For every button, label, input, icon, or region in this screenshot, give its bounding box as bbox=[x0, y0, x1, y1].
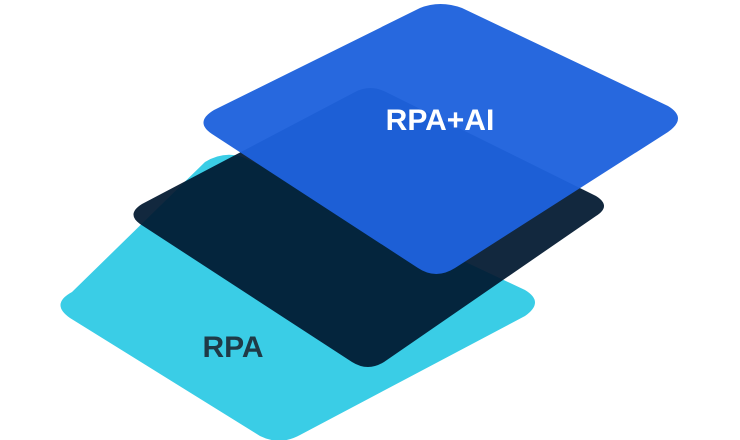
rpa-ai-layer bbox=[203, 4, 678, 274]
rpa-label: RPA bbox=[202, 331, 263, 364]
rpa-ai-label: RPA+AI bbox=[386, 104, 495, 137]
